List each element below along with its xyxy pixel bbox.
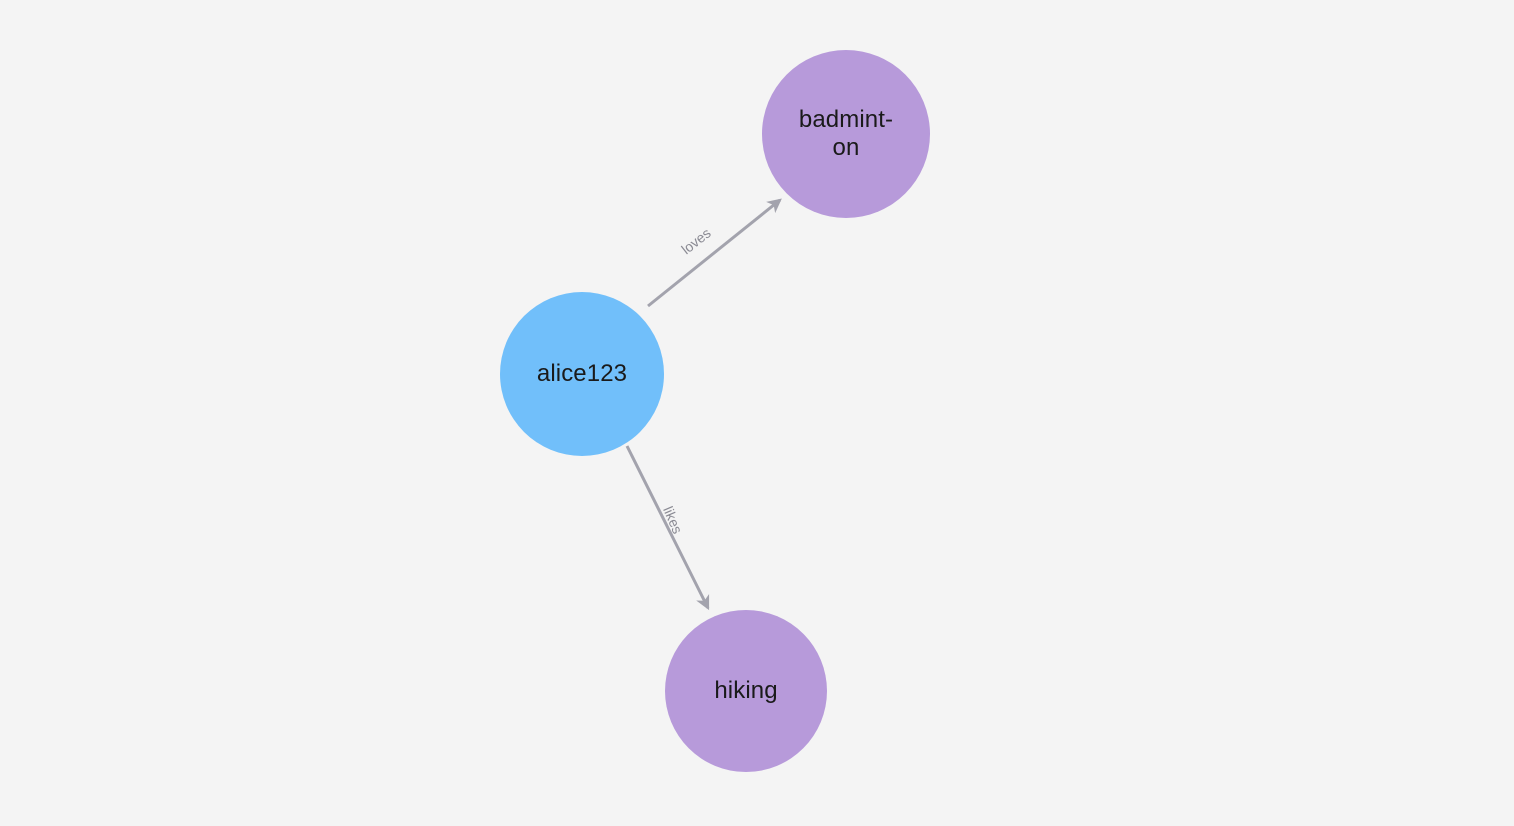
edge-loves-line[interactable] — [647, 198, 782, 308]
graph-node-alice123[interactable]: alice123 — [500, 292, 664, 456]
graph-node-label-hiking: hiking — [714, 677, 778, 704]
graph-node-label-alice123: alice123 — [536, 360, 628, 387]
graph-node-label-badminton: badmint- on — [798, 106, 894, 161]
edge-likes-line[interactable] — [625, 445, 710, 611]
graph-node-hiking[interactable]: hiking — [665, 610, 827, 772]
graph-node-badminton[interactable]: badmint- on — [762, 50, 930, 218]
